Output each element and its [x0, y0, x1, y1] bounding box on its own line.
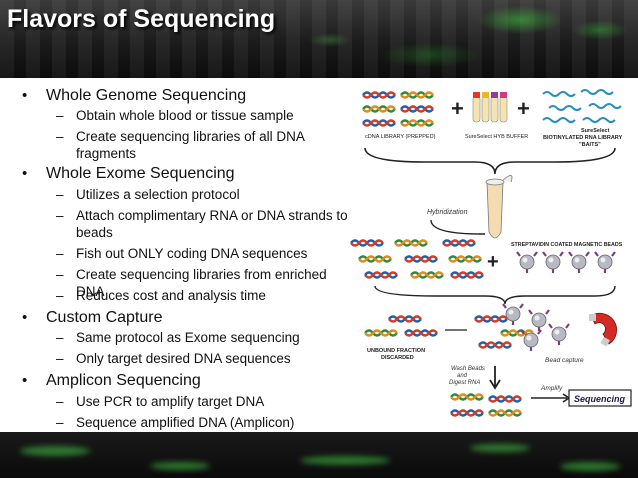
wash-label-3: Digest RNA [449, 380, 480, 386]
baits-label-2: BIOTINYLATED RNA LIBRARY [543, 135, 623, 141]
sub-bullet-text: Create sequencing libraries of all DNA f… [76, 129, 305, 161]
captured-dna-icon [449, 393, 523, 417]
dash-icon: – [56, 330, 64, 345]
cdna-library-icon [361, 91, 435, 127]
bullet-item: • Custom Capture [22, 308, 346, 327]
buffer-tubes-icon [472, 92, 508, 123]
bullet-dot-icon: • [22, 372, 28, 389]
sub-bullet-text: Fish out ONLY coding DNA sequences [76, 246, 308, 261]
amplify-label: Amplify [540, 385, 563, 392]
exome-capture-diagram: cDNA LIBRARY (PREPPED) + SureSelect HYB … [349, 89, 632, 417]
sub-bullet-item: – Same protocol as Exome sequencing [56, 329, 354, 346]
bullet-dot-icon: • [22, 87, 28, 104]
bead-capture-cluster-icon [473, 302, 571, 353]
sub-bullet-item: – Use PCR to amplify target DNA [56, 393, 354, 410]
merge-bracket [374, 285, 616, 305]
plus-icon: + [517, 96, 530, 121]
wash-label-2: and [457, 373, 468, 379]
slide-title: Flavors of Sequencing [7, 5, 276, 33]
dash-icon: – [56, 267, 64, 282]
sub-bullet-text: Same protocol as Exome sequencing [76, 330, 300, 345]
dash-icon: – [56, 187, 64, 202]
beads-label: STREPTAVIDIN COATED MAGNETIC BEADS [511, 242, 623, 248]
dash-icon: – [56, 351, 64, 366]
bullet-text: Custom Capture [46, 309, 163, 326]
hybridization-tube-icon [485, 175, 513, 239]
bead-capture-label: Bead capture [545, 357, 584, 364]
sub-bullet-text: Attach complimentary RNA or DNA strands … [76, 208, 348, 240]
sub-bullet-item: – Only target desired DNA sequences [56, 350, 354, 367]
dash-icon: – [56, 129, 64, 144]
unbound-fraction-icon [363, 315, 439, 337]
footer-background [0, 432, 638, 478]
hybridization-label: Hybridization [427, 209, 468, 216]
hybridized-strands-icon [349, 239, 485, 279]
buffer-label: SureSelect HYB BUFFER [465, 134, 528, 140]
bullet-item: • Amplicon Sequencing [22, 371, 346, 390]
plus-icon: + [451, 96, 464, 121]
baits-label-1: SureSelect [581, 128, 610, 134]
sub-bullet-text: Obtain whole blood or tissue sample [76, 108, 294, 123]
sub-bullet-text: Create sequencing libraries from enriche… [76, 267, 327, 299]
sub-bullet-item: – Utilizes a selection protocol [56, 186, 354, 203]
bullet-text: Whole Exome Sequencing [46, 165, 235, 182]
sub-bullet-text: Use PCR to amplify target DNA [76, 394, 265, 409]
dash-icon: – [56, 288, 64, 303]
cdna-library-label: cDNA LIBRARY (PREPPED) [365, 134, 436, 140]
sub-bullet-item: – Create sequencing libraries from enric… [56, 266, 354, 300]
dash-icon: – [56, 208, 64, 223]
sub-bullet-text: Sequence amplified DNA (Amplicon) [76, 415, 295, 430]
header-background [0, 0, 638, 78]
sequencing-label: Sequencing [574, 394, 626, 404]
sub-bullet-item: – Sequence amplified DNA (Amplicon) [56, 414, 354, 431]
unbound-label-1: UNBOUND FRACTION [367, 348, 425, 354]
bullet-dot-icon: • [22, 309, 28, 326]
sub-bullet-item: – Attach complimentary RNA or DNA strand… [56, 207, 354, 241]
sub-bullet-item: – Obtain whole blood or tissue sample [56, 107, 354, 124]
dash-icon: – [56, 394, 64, 409]
sub-bullet-item: – Fish out ONLY coding DNA sequences [56, 245, 354, 262]
magnet-icon [589, 312, 618, 347]
bullet-item: • Whole Genome Sequencing [22, 86, 346, 105]
wash-label-1: Wash Beads [451, 366, 485, 372]
baits-icon [542, 89, 622, 123]
sequencing-box [568, 389, 632, 407]
merge-bracket [364, 147, 616, 175]
sub-bullet-text: Reduces cost and analysis time [76, 288, 266, 303]
bullet-text: Amplicon Sequencing [46, 372, 201, 389]
unbound-label-2: DISCARDED [381, 355, 414, 361]
sub-bullet-text: Utilizes a selection protocol [76, 187, 240, 202]
baits-label-3: "BAITS" [579, 142, 601, 148]
dash-icon: – [56, 108, 64, 123]
sub-bullet-text: Only target desired DNA sequences [76, 351, 291, 366]
dash-icon: – [56, 246, 64, 261]
plus-icon: + [487, 251, 499, 273]
bullet-text: Whole Genome Sequencing [46, 87, 247, 104]
bullet-item: • Whole Exome Sequencing [22, 164, 346, 183]
magnetic-beads-icon [515, 250, 617, 275]
bullet-dot-icon: • [22, 165, 28, 182]
sub-bullet-item: – Create sequencing libraries of all DNA… [56, 128, 354, 162]
sub-bullet-item: – Reduces cost and analysis time [56, 287, 354, 304]
dash-icon: – [56, 415, 64, 430]
